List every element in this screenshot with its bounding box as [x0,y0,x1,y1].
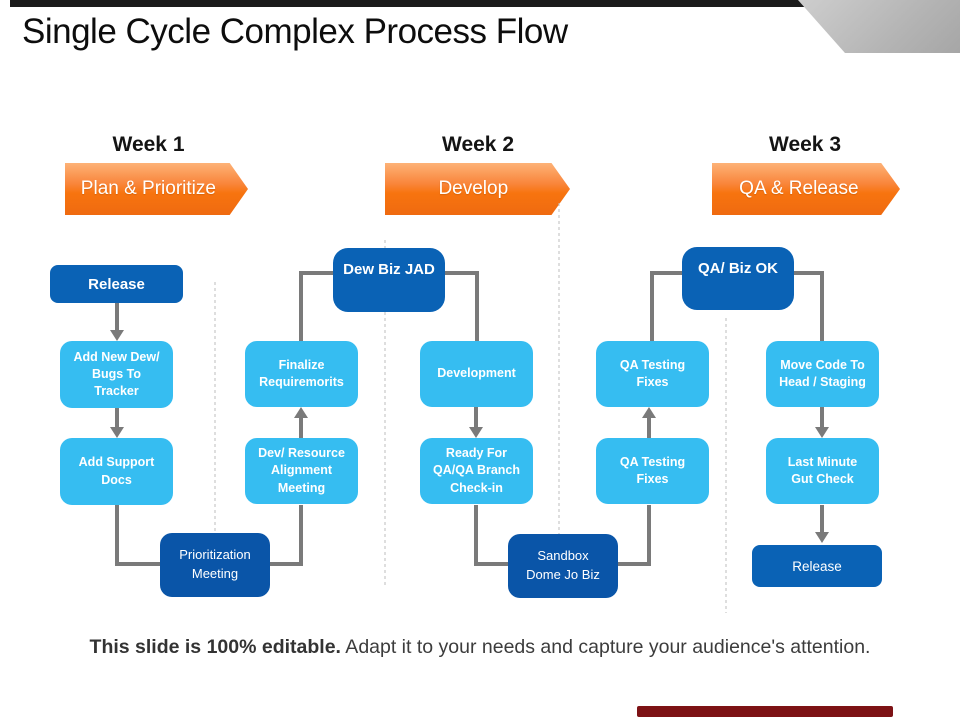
node-dev-resource-alignment: Dev/ Resource Alignment Meeting [245,438,358,504]
node-release-week1: Release [50,265,183,303]
phase-arrow-develop: Develop [385,163,570,215]
node-add-support-docs: Add Support Docs [60,438,173,505]
bottom-accent-bar [637,706,893,717]
week-1-label: Week 1 [112,133,185,156]
phase-arrow-qa-release: QA & Release [712,163,900,215]
section-divider-dashed-lines [214,203,727,613]
node-finalize-requirements: Finalize Requiremorits [245,341,358,407]
week-3-label: Week 3 [769,133,841,156]
node-dew-biz-jad: Dew Biz JAD [333,248,445,312]
node-development: Development [420,341,533,407]
footer-note-regular: Adapt it to your needs and capture your … [340,636,871,658]
node-qa-testing-fixes-2: QA Testing Fixes [596,438,709,504]
node-qa-biz-ok: QA/ Biz OK [682,247,794,310]
node-ready-for-qa-branch: Ready For QA/QA Branch Check-in [420,438,533,504]
phase-arrow-qa-release-label: QA & Release [739,178,859,199]
footer-note-bold: This slide is 100% editable. [89,636,341,658]
phase-arrow-plan: Plan & Prioritize [65,163,248,215]
node-add-new-dew-bugs: Add New Dew/ Bugs To Tracker [60,341,173,408]
corner-decoration-shape [798,0,960,53]
node-release-week3: Release [752,545,882,587]
node-move-code-head-staging: Move Code To Head / Staging [766,341,879,407]
week-2-label: Week 2 [442,133,514,156]
node-qa-testing-fixes-1: QA Testing Fixes [596,341,709,407]
phase-arrow-plan-label: Plan & Prioritize [80,178,216,199]
node-prioritization-meeting: Prioritization Meeting [160,533,270,597]
node-last-minute-gut-check: Last Minute Gut Check [766,438,879,504]
connector-lines [115,271,824,566]
footer-note: This slide is 100% editable. Adapt it to… [0,636,960,659]
page-title: Single Cycle Complex Process Flow [22,12,568,51]
node-sandbox-dome-jo-biz: Sandbox Dome Jo Biz [508,534,618,598]
top-accent-bar [10,0,807,7]
phase-arrow-develop-label: Develop [438,178,509,199]
